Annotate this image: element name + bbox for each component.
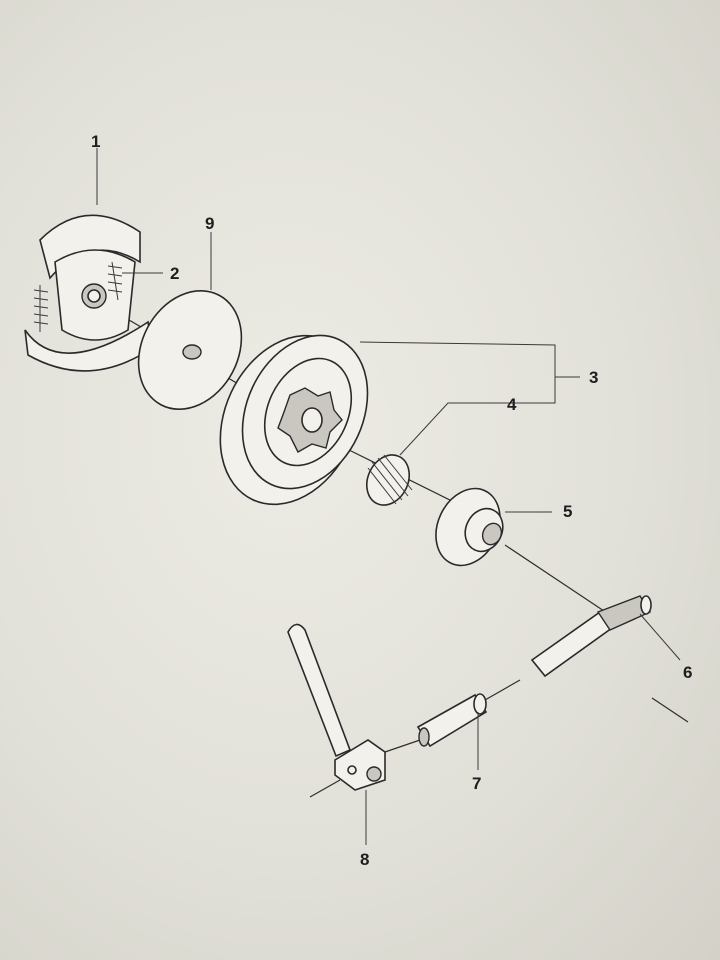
spline-shaft xyxy=(530,595,652,678)
callout-7: 7 xyxy=(472,774,482,793)
callout-5: 5 xyxy=(563,502,573,521)
callout-8: 8 xyxy=(360,850,370,869)
needle-bearing xyxy=(366,454,413,506)
rim-flange xyxy=(435,487,504,567)
callout-6: 6 xyxy=(683,663,693,682)
axis-line-lever-tail xyxy=(309,779,341,798)
callout-1: 1 xyxy=(91,132,101,151)
callout-9: 9 xyxy=(205,214,215,233)
leader-3 xyxy=(359,341,556,404)
washer xyxy=(137,290,243,410)
callout-2: 2 xyxy=(170,264,180,283)
leader-4 xyxy=(399,402,500,456)
axis-line-tail xyxy=(651,697,689,723)
clutch-spring xyxy=(33,261,123,332)
clutch-drum xyxy=(219,334,369,506)
sleeve xyxy=(416,693,488,748)
lever-block xyxy=(287,623,386,791)
callout-4: 4 xyxy=(507,395,517,414)
axis-line-sleeve xyxy=(484,679,521,701)
callout-3: 3 xyxy=(589,368,599,387)
axis-line-shaft xyxy=(504,544,611,616)
axis-line-lever xyxy=(384,739,421,753)
clutch-shoe-assembly xyxy=(24,214,153,372)
leader-6 xyxy=(639,613,681,661)
